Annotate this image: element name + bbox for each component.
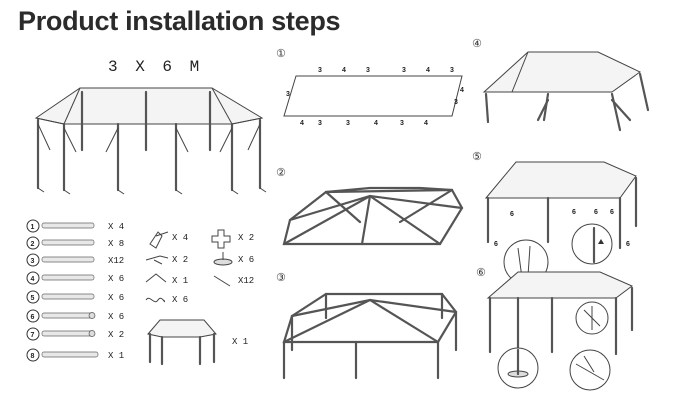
part-id: 7 — [31, 332, 35, 339]
tube-number: 3 — [346, 120, 350, 127]
tube-number: 6 — [626, 241, 630, 248]
tube-number: 6 — [610, 209, 614, 216]
part-id: 4 — [31, 276, 35, 283]
part-qty: X12 — [108, 256, 124, 266]
step-4-marker: ④ — [472, 37, 482, 50]
cover-qty: X 1 — [232, 337, 248, 347]
tube-number: 4 — [460, 87, 464, 94]
step-5-marker: ⑤ — [472, 150, 482, 163]
connector-qty: X12 — [238, 276, 254, 286]
connector-qty: X 6 — [238, 255, 254, 265]
part-row-2: 2 X 8 — [26, 236, 124, 250]
step-3-frame-with-legs — [282, 292, 458, 380]
part-id: 8 — [31, 353, 35, 360]
part-row-6: 6 X 6 — [26, 309, 124, 323]
part-id: 3 — [31, 258, 35, 265]
stake-icon — [213, 275, 231, 287]
tube-number: 3 — [450, 67, 454, 74]
tube-number: 3 — [454, 99, 458, 106]
step-4-cover-placement — [482, 51, 650, 132]
parts-list: 1 X 4 2 X 8 3 X12 4 X 6 5 X 6 — [26, 219, 124, 362]
step-5-raise-tent: 6 6 6 6 6 6 — [484, 161, 638, 285]
part-row-1: 1 X 4 — [26, 219, 124, 233]
part-id: 6 — [31, 314, 35, 321]
side-connector-icon — [145, 255, 169, 265]
part-row-5: 5 X 6 — [26, 290, 124, 304]
corner-connector-icon — [149, 231, 169, 249]
tube-number: 6 — [594, 209, 598, 216]
connector-qty: X 1 — [172, 276, 188, 286]
tent-cover-illustration — [147, 319, 217, 366]
connector-qty: X 2 — [238, 233, 254, 243]
step-6-stake-tent — [486, 271, 634, 391]
tube-number: 4 — [342, 67, 346, 74]
tube-number: 3 — [400, 120, 404, 127]
tube-number: 4 — [424, 120, 428, 127]
tube-number: 3 — [318, 120, 322, 127]
step-1-marker: ① — [276, 47, 286, 60]
connector-qty: X 4 — [172, 233, 188, 243]
part-row-8: 8 X 1 — [26, 348, 124, 362]
tube-number: 6 — [494, 241, 498, 248]
foot-pad-icon — [213, 252, 233, 266]
step-3-marker: ③ — [276, 271, 286, 284]
assembled-tent-illustration — [34, 87, 267, 195]
part-row-7: 7 X 2 — [26, 327, 124, 341]
tent-size-label: 3 X 6 M — [108, 58, 204, 76]
connector-qty: X 2 — [172, 255, 188, 265]
part-row-3: 3 X12 — [26, 253, 124, 267]
part-row-4: 4 X 6 — [26, 271, 124, 285]
tube-number: 3 — [366, 67, 370, 74]
part-qty: X 6 — [108, 274, 124, 284]
part-id: 5 — [31, 295, 35, 302]
tube-number: 4 — [300, 120, 304, 127]
step-6-marker: ⑥ — [476, 266, 486, 279]
detail-circle-stake — [569, 349, 611, 391]
part-qty: X 6 — [108, 293, 124, 303]
step-2-roof-frame — [282, 186, 464, 246]
tube-number: 3 — [402, 67, 406, 74]
connector-qty: X 6 — [172, 295, 188, 305]
tube-number: 3 — [318, 67, 322, 74]
part-qty: X 4 — [108, 222, 124, 232]
tube-number: 6 — [510, 211, 514, 218]
step-2-marker: ② — [276, 166, 286, 179]
detail-circle-right — [571, 223, 613, 265]
part-qty: X 1 — [108, 351, 124, 361]
cross-connector-icon — [211, 229, 231, 249]
part-qty: X 6 — [108, 312, 124, 322]
part-id: 1 — [31, 224, 35, 231]
tube-number: 6 — [572, 209, 576, 216]
part-qty: X 8 — [108, 239, 124, 249]
tube-number: 4 — [374, 120, 378, 127]
part-id: 2 — [31, 241, 35, 248]
rope-loop-icon — [145, 297, 165, 303]
step-1-frame: 3 4 3 3 4 3 4 3 3 4 3 4 3 4 3 — [283, 67, 464, 127]
ridge-connector-icon — [145, 273, 167, 283]
part-qty: X 2 — [108, 330, 124, 340]
tube-number: 3 — [286, 91, 290, 98]
connectors-list: X 4 X 2 X 2 X 6 X 1 X12 X 6 — [145, 229, 254, 305]
page-title: Product installation steps — [18, 6, 341, 36]
tube-number: 4 — [426, 67, 430, 74]
